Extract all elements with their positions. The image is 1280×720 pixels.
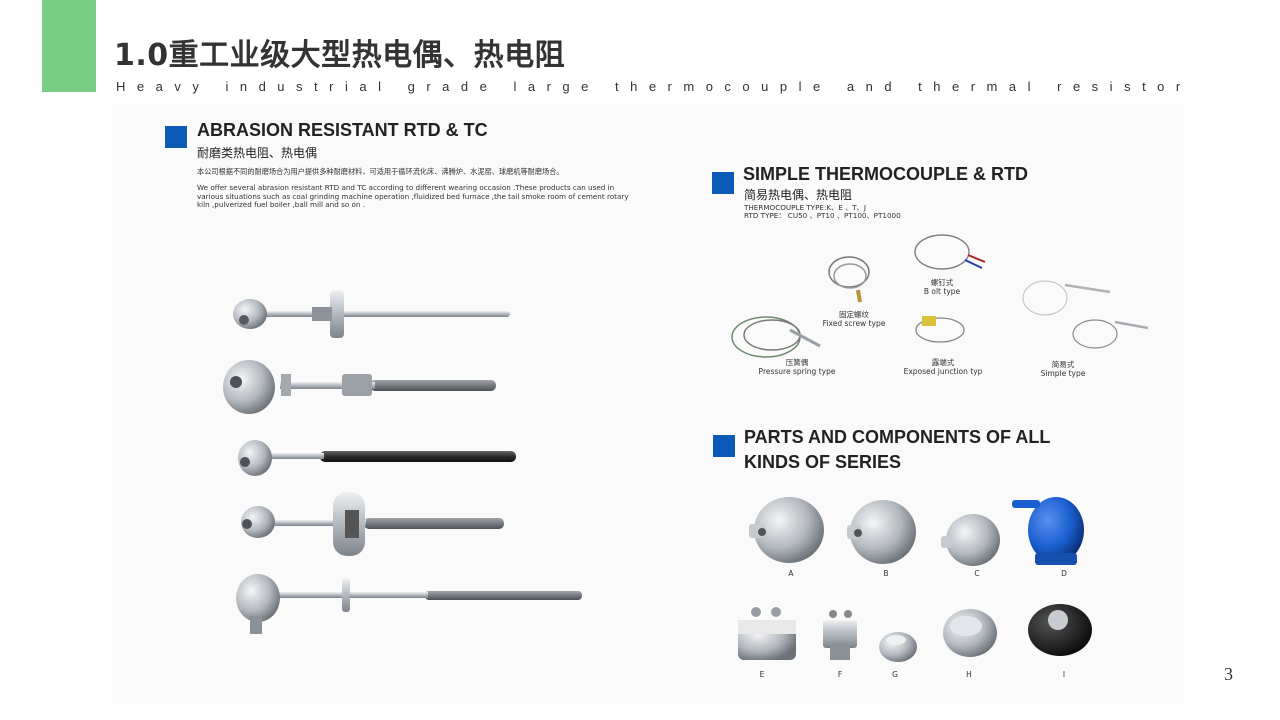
section-marker-parts [713, 435, 735, 457]
part-f-illustration [823, 610, 857, 660]
page-number: 3 [1224, 664, 1233, 684]
abrasion-sensor-1 [233, 290, 510, 338]
part-c-illustration [941, 514, 1000, 566]
part-a-illustration [749, 497, 824, 563]
part-g-illustration [879, 632, 917, 662]
part-h-illustration [943, 609, 997, 657]
catalog-panel [112, 104, 1184, 704]
caption-simple-type: 简易式 Simple type [1040, 360, 1086, 378]
part-label-i: I [1062, 670, 1066, 679]
parts-title-line-2: KINDS OF SERIES [744, 452, 902, 472]
simple-title: SIMPLE THERMOCOUPLE & RTD [743, 164, 1029, 184]
abrasion-desc-en-1: We offer several abrasion resistant RTD … [197, 183, 615, 192]
part-label-d: D [1061, 569, 1067, 578]
simple-bolt-type-product [914, 234, 986, 270]
abrasion-title: ABRASION RESISTANT RTD & TC [197, 120, 488, 140]
part-label-a: A [788, 569, 794, 578]
page-title: 1.0重工业级大型热电偶、热电阻 [114, 38, 566, 73]
simple-pressure-spring-product [731, 316, 821, 358]
caption-fixed-screw-type: 固定螺纹 Fixed screw type [822, 310, 886, 328]
part-label-f: F [837, 670, 843, 679]
abrasion-sensor-3 [238, 440, 516, 476]
part-b-illustration [847, 500, 916, 564]
caption-exposed-junction-type: 露端式 Exposed junction typ [903, 358, 983, 376]
part-i-illustration [1028, 604, 1092, 656]
abrasion-title-cn: 耐磨类热电阻、热电偶 [197, 146, 318, 160]
part-d-illustration [1012, 497, 1084, 565]
page-subtitle: Heavy industrial grade large thermocoupl… [116, 79, 1192, 94]
section-marker-abrasion [165, 126, 187, 148]
part-e-illustration [738, 607, 796, 660]
abrasion-desc-en-3: kiln ,pulverized fuel boiler ,ball mill … [197, 200, 366, 209]
part-label-b: B [883, 569, 889, 578]
abrasion-desc-en-2: various situations such as coal grinding… [197, 191, 629, 201]
part-label-e: E [759, 670, 765, 679]
part-label-c: C [974, 569, 980, 578]
simple-fixed-screw-product [828, 256, 870, 303]
section-marker-simple [712, 172, 734, 194]
abrasion-sensor-5 [236, 574, 582, 634]
abrasion-desc-cn: 本公司根据不同的耐磨场合为用户提供多种耐磨材料，可适用于循环流化床、沸腾炉、水泥… [197, 167, 564, 176]
part-label-g: G [892, 670, 898, 679]
simple-title-cn: 简易热电偶、热电阻 [744, 188, 853, 202]
simple-exposed-junction-product [915, 316, 965, 343]
parts-title-line-1: PARTS AND COMPONENTS OF ALL [744, 427, 1051, 447]
simple-simple-type-product [1022, 280, 1149, 349]
caption-pressure-spring-type: 压簧偶 Pressure spring type [758, 358, 836, 376]
simple-rtd-types: RTD TYPE： CU50 、PT10 、PT100、PT1000 [744, 211, 901, 220]
abrasion-sensor-2 [223, 360, 496, 414]
caption-bolt-type: 螺钉式 B olt type [923, 278, 961, 296]
simple-thermocouple-types: THERMOCOUPLE TYPE:K、E 、T、J [744, 203, 866, 212]
accent-bar [42, 0, 96, 92]
part-label-h: H [966, 670, 972, 679]
abrasion-sensor-4 [241, 492, 504, 556]
